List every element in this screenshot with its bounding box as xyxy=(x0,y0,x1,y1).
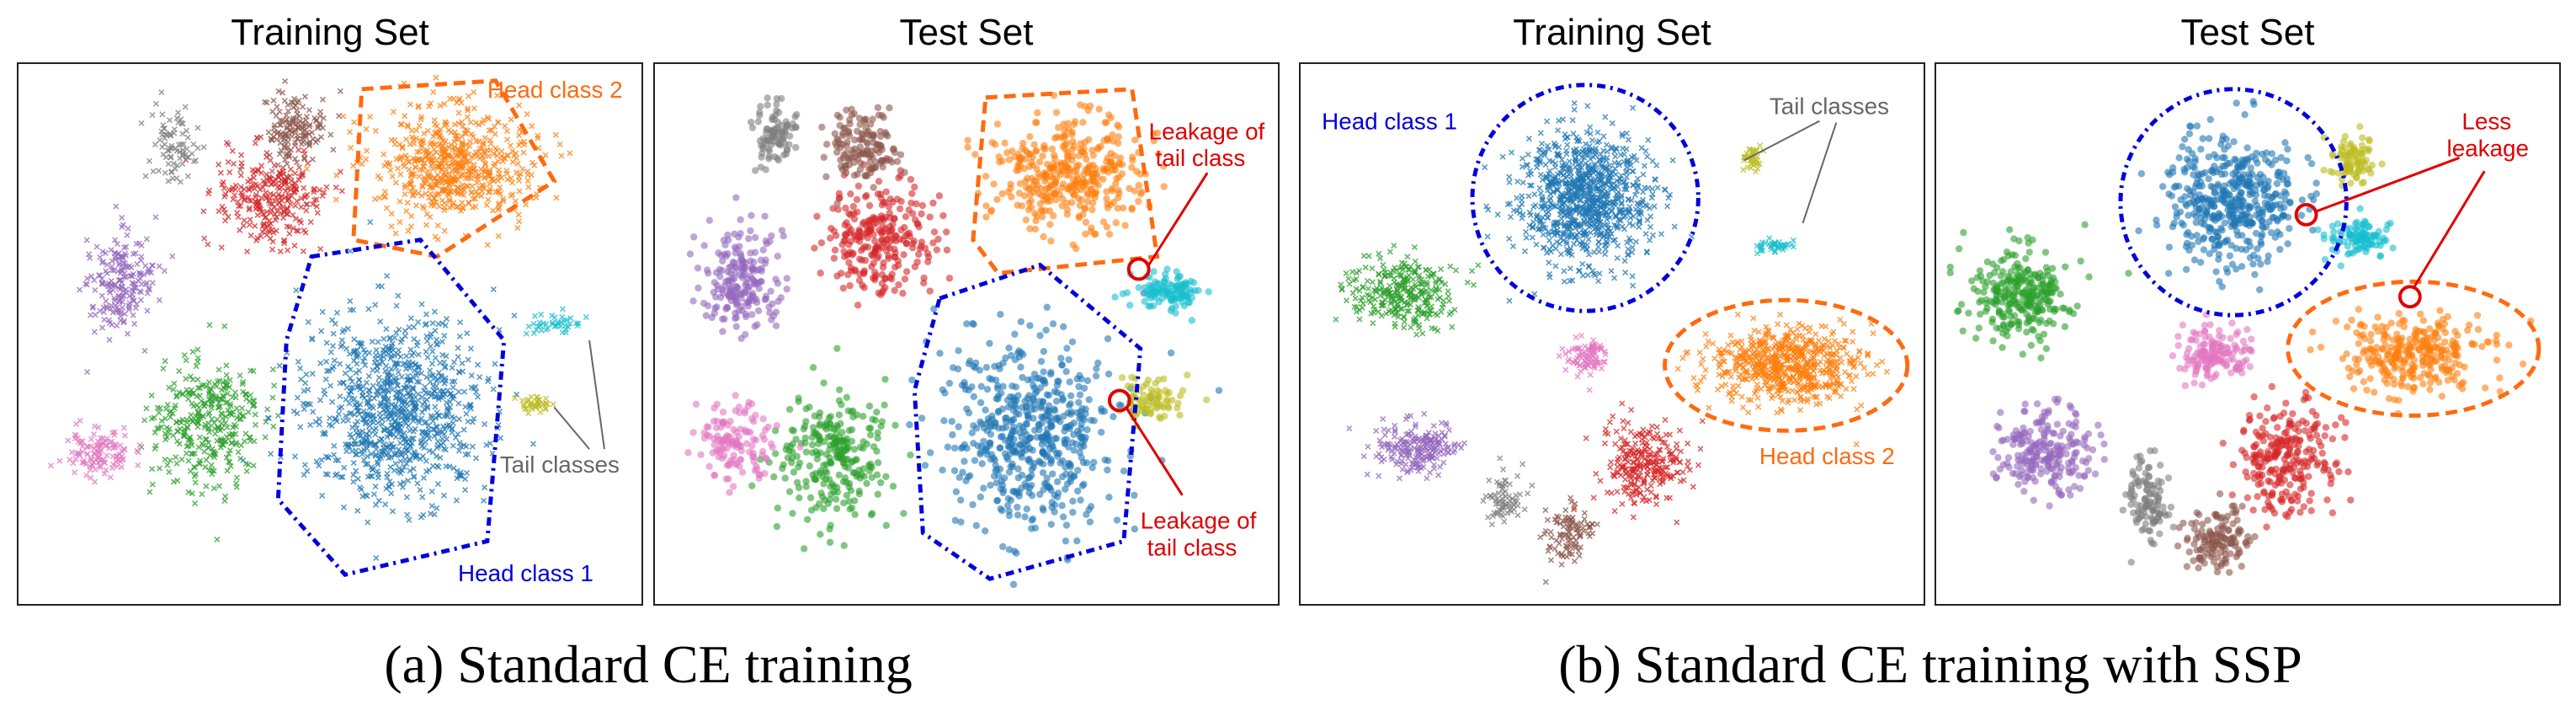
scatter-panel-b-train: Head class 1 Tail classes Head class 2 xyxy=(1299,62,1925,606)
blue-class-cluster xyxy=(906,289,1223,589)
tail-arrow-line xyxy=(1743,120,1820,162)
leakage-line-top xyxy=(2315,156,2460,213)
caption-b: (b) Standard CE training with SSP xyxy=(1558,634,2302,694)
orange-class-cluster xyxy=(303,74,573,248)
head-class-1-label: Head class 1 xyxy=(458,560,593,586)
head-class-1-boundary xyxy=(275,238,507,577)
head-class-1-label: Head class 1 xyxy=(1322,109,1457,135)
pink-class-cluster xyxy=(2169,311,2255,390)
leakage-marker-top xyxy=(2294,202,2318,227)
leakage-top-line2: tail class xyxy=(1156,145,1246,171)
purple-class-cluster xyxy=(686,194,790,342)
brown-class-cluster xyxy=(818,104,908,207)
leakage-marker-top xyxy=(1126,257,1151,281)
head-class-2-boundary xyxy=(1663,297,1910,433)
green-class-cluster xyxy=(138,322,281,542)
leakage-top-line1: Leakage of xyxy=(1149,118,1265,144)
red-class-cluster xyxy=(183,130,345,255)
blue-class-cluster xyxy=(2135,98,2320,294)
head-class-2-boundary xyxy=(971,87,1160,276)
red-class-cluster xyxy=(1571,400,1706,526)
olive-class-cluster xyxy=(1115,371,1211,430)
leakage-line-top xyxy=(1147,172,1209,266)
pink-class-cluster xyxy=(1556,333,1609,393)
panel-title-a-test: Test Set xyxy=(899,12,1034,53)
head-class-1-boundary xyxy=(1470,83,1700,313)
tail-arrow-line xyxy=(1802,122,1838,224)
head-class-2-label: Head class 2 xyxy=(487,77,623,103)
tail-arrow-line xyxy=(553,406,590,450)
head-class-1-boundary xyxy=(2118,87,2349,318)
less-leakage-line2: leakage xyxy=(2447,135,2529,161)
less-leakage-line1: Less xyxy=(2462,109,2511,135)
tsne-plot-a-train: Head class 2 Head class 1 Tail classes xyxy=(47,74,623,586)
leakage-line-bottom xyxy=(1126,408,1184,496)
gray-class-cluster xyxy=(747,94,801,174)
green-class-cluster xyxy=(1333,242,1482,338)
tsne-plot-a-test: Leakage of tail class Leakage of tail cl… xyxy=(684,87,1265,589)
gray-class-cluster xyxy=(138,89,207,185)
scatter-panel-a-test: Leakage of tail class Leakage of tail cl… xyxy=(653,62,1280,606)
tail-arrow-line xyxy=(588,339,605,450)
tail-classes-label: Tail classes xyxy=(500,452,620,478)
purple-class-cluster xyxy=(77,203,176,376)
leakage-marker-bottom xyxy=(1107,388,1131,413)
panel-title-a-train: Training Set xyxy=(231,12,429,53)
green-class-cluster xyxy=(748,345,914,553)
scatter-panel-a-train: Head class 2 Head class 1 Tail classes xyxy=(17,62,643,606)
gray-class-cluster xyxy=(2119,446,2177,566)
tail-classes-label: Tail classes xyxy=(1770,94,1889,120)
blue-class-cluster xyxy=(240,219,536,562)
leakage-marker-bottom xyxy=(2398,285,2422,309)
brown-class-cluster xyxy=(1537,494,1600,585)
pink-class-cluster xyxy=(684,392,804,496)
scatter-panel-b-test: Less leakage xyxy=(1935,62,2561,606)
cyan-class-cluster xyxy=(2314,205,2397,270)
head-class-2-boundary xyxy=(351,78,557,259)
olive-class-cluster xyxy=(1740,142,1767,175)
purple-class-cluster xyxy=(1989,395,2108,510)
orange-class-cluster xyxy=(2307,306,2535,418)
gray-class-cluster xyxy=(1480,455,1535,528)
head-class-2-boundary xyxy=(2286,279,2541,418)
olive-class-cluster xyxy=(2320,123,2386,190)
leakage-bottom-line2: tail class xyxy=(1147,534,1237,560)
head-class-2-label: Head class 2 xyxy=(1759,443,1895,469)
cyan-class-cluster xyxy=(523,306,589,337)
purple-class-cluster xyxy=(1346,410,1468,482)
cyan-class-cluster xyxy=(1111,265,1212,324)
orange-class-cluster xyxy=(1674,311,1891,447)
brown-class-cluster xyxy=(237,77,343,180)
blue-class-cluster xyxy=(1482,99,1695,304)
olive-class-cluster xyxy=(511,393,556,417)
brown-class-cluster xyxy=(2174,490,2259,576)
red-class-cluster xyxy=(811,155,954,309)
cyan-class-cluster xyxy=(1754,235,1796,257)
green-class-cluster xyxy=(1946,221,2132,362)
head-class-1-boundary xyxy=(912,262,1143,581)
panel-title-b-train: Training Set xyxy=(1513,12,1711,53)
red-class-cluster xyxy=(2219,382,2355,531)
leakage-line-bottom xyxy=(2412,170,2486,290)
leakage-bottom-line1: Leakage of xyxy=(1141,508,1257,534)
pink-class-cluster xyxy=(47,417,143,485)
tsne-plot-b-test: Less leakage xyxy=(1946,87,2541,576)
tsne-plot-b-train: Head class 1 Tail classes Head class 2 xyxy=(1322,83,1910,585)
orange-class-cluster xyxy=(964,92,1168,253)
caption-a: (a) Standard CE training xyxy=(384,634,913,694)
panel-title-b-test: Test Set xyxy=(2180,12,2315,53)
